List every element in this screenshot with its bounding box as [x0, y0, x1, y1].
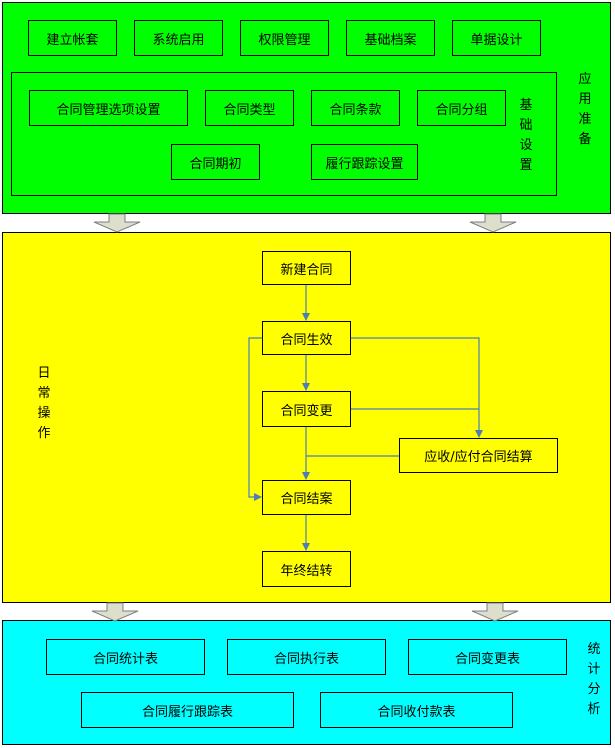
connector-effective-to-close-bypass [248, 337, 262, 501]
node-receivable-payable-settlement: 应收/应付合同结算 [399, 438, 558, 473]
node-contract-type: 合同类型 [205, 90, 294, 126]
report-contract-change: 合同变更表 [408, 639, 567, 675]
node-contract-terms: 合同条款 [311, 90, 400, 126]
setup-panel [2, 2, 611, 214]
node-tracking-settings: 履行跟踪设置 [311, 144, 418, 180]
setup-button-basic-archive: 基础档案 [346, 20, 435, 56]
node-contract-group: 合同分组 [417, 90, 506, 126]
report-contract-execution: 合同执行表 [227, 639, 386, 675]
basic-settings-group [11, 72, 557, 196]
node-contract-change: 合同变更 [262, 391, 351, 427]
stats-panel [2, 620, 611, 745]
setup-button-create-account: 建立帐套 [28, 20, 117, 56]
stats-side-label: 统计分析 [587, 642, 601, 717]
setup-button-document-design: 单据设计 [452, 20, 541, 56]
node-year-end-carryover: 年终结转 [262, 551, 351, 587]
report-contract-statistics: 合同统计表 [46, 639, 205, 675]
report-contract-tracking: 合同履行跟踪表 [81, 692, 294, 728]
block-arrow-setup-to-daily-left [93, 213, 141, 233]
connector-effective-to-settlement [351, 337, 483, 438]
setup-side-label: 应用准备 [578, 72, 592, 147]
basic-settings-label: 基础设置 [519, 98, 533, 173]
node-new-contract: 新建合同 [262, 251, 351, 285]
block-arrow-setup-to-daily-right [469, 213, 517, 233]
node-contract-opening: 合同期初 [171, 144, 260, 180]
daily-side-label: 日常操作 [37, 366, 51, 441]
node-contract-effective: 合同生效 [262, 321, 351, 355]
block-arrow-daily-to-stats-left [91, 602, 139, 622]
node-contract-close: 合同结案 [262, 480, 351, 515]
setup-button-permissions: 权限管理 [240, 20, 329, 56]
block-arrow-daily-to-stats-right [471, 602, 519, 622]
node-contract-options: 合同管理选项设置 [29, 90, 188, 126]
report-contract-payments: 合同收付款表 [320, 692, 513, 728]
setup-button-enable-system: 系统启用 [134, 20, 223, 56]
